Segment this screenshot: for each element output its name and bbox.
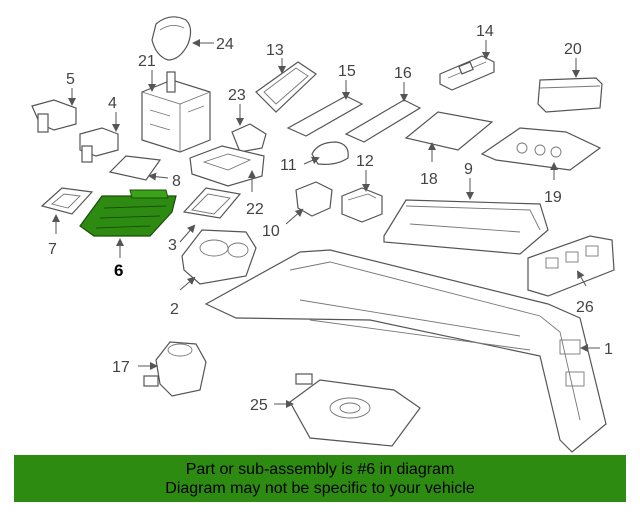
callout-14: 14 bbox=[476, 23, 494, 40]
part-15-mat[interactable] bbox=[286, 95, 364, 137]
leader-3 bbox=[179, 224, 196, 243]
part-4-connector[interactable] bbox=[79, 127, 119, 163]
callout-23: 23 bbox=[228, 87, 246, 104]
part-9-armrest-lid[interactable] bbox=[383, 199, 549, 255]
callout-2: 2 bbox=[170, 301, 179, 318]
callout-7: 7 bbox=[48, 241, 57, 258]
callout-5: 5 bbox=[66, 71, 75, 88]
part-11-cover[interactable] bbox=[311, 141, 349, 165]
callout-1: 1 bbox=[604, 341, 613, 358]
callout-24: 24 bbox=[216, 36, 234, 53]
banner-line-1: Part or sub-assembly is #6 in diagram bbox=[185, 461, 455, 478]
part-5-connector[interactable] bbox=[31, 99, 77, 133]
callout-3: 3 bbox=[168, 237, 177, 254]
part-2-cup-holder[interactable] bbox=[181, 229, 257, 285]
callout-9: 9 bbox=[464, 161, 473, 178]
part-24-shift-knob[interactable] bbox=[151, 16, 192, 61]
part-16-mat[interactable] bbox=[344, 99, 422, 143]
part-26-switch-bank[interactable] bbox=[527, 235, 615, 297]
callout-26: 26 bbox=[576, 299, 594, 316]
part-14-switch-panel[interactable] bbox=[439, 55, 495, 91]
callout-13: 13 bbox=[266, 42, 284, 59]
part-18-mat[interactable] bbox=[404, 111, 494, 151]
callout-8: 8 bbox=[172, 173, 181, 190]
callout-18: 18 bbox=[420, 171, 438, 188]
part-6-tray-highlighted[interactable] bbox=[79, 189, 177, 237]
leader-26 bbox=[577, 270, 587, 287]
callout-19: 19 bbox=[544, 189, 562, 206]
callout-11: 11 bbox=[280, 157, 297, 174]
part-19-trim-panel[interactable] bbox=[480, 127, 602, 171]
callout-4: 4 bbox=[108, 95, 117, 112]
callout-25: 25 bbox=[250, 397, 268, 414]
callout-21: 21 bbox=[138, 53, 156, 70]
callout-10: 10 bbox=[262, 223, 280, 240]
info-banner: Part or sub-assembly is #6 in diagram Di… bbox=[14, 455, 626, 502]
part-8-mat[interactable] bbox=[108, 155, 162, 181]
callout-15: 15 bbox=[338, 63, 356, 80]
part-7-bezel[interactable] bbox=[40, 187, 94, 215]
part-17-actuator[interactable] bbox=[143, 341, 207, 397]
parts-diagram: 24 21 13 15 16 14 20 18 bbox=[31, 16, 615, 453]
callout-16: 16 bbox=[394, 65, 412, 82]
part-22-base-plate[interactable] bbox=[189, 145, 265, 187]
part-10-switch[interactable] bbox=[295, 181, 333, 217]
part-20-module[interactable] bbox=[537, 77, 603, 113]
part-21-shifter-assembly[interactable] bbox=[141, 71, 211, 153]
leader-10 bbox=[285, 208, 304, 225]
leader-8 bbox=[148, 172, 169, 181]
callout-12: 12 bbox=[356, 153, 374, 170]
part-1-console-housing[interactable] bbox=[204, 249, 607, 453]
callout-20: 20 bbox=[564, 41, 582, 58]
part-12-switch[interactable] bbox=[341, 187, 383, 223]
part-23-bracket[interactable] bbox=[231, 123, 267, 153]
leader-11 bbox=[303, 156, 320, 165]
callout-6: 6 bbox=[114, 261, 123, 280]
callout-22: 22 bbox=[246, 201, 264, 218]
part-25-charging-pad[interactable] bbox=[289, 373, 421, 447]
callout-17: 17 bbox=[112, 359, 130, 376]
part-3-mat[interactable] bbox=[182, 187, 242, 219]
leader-2 bbox=[179, 276, 196, 291]
banner-line-2: Diagram may not be specific to your vehi… bbox=[165, 480, 475, 497]
part-13-bezel[interactable] bbox=[255, 61, 317, 113]
